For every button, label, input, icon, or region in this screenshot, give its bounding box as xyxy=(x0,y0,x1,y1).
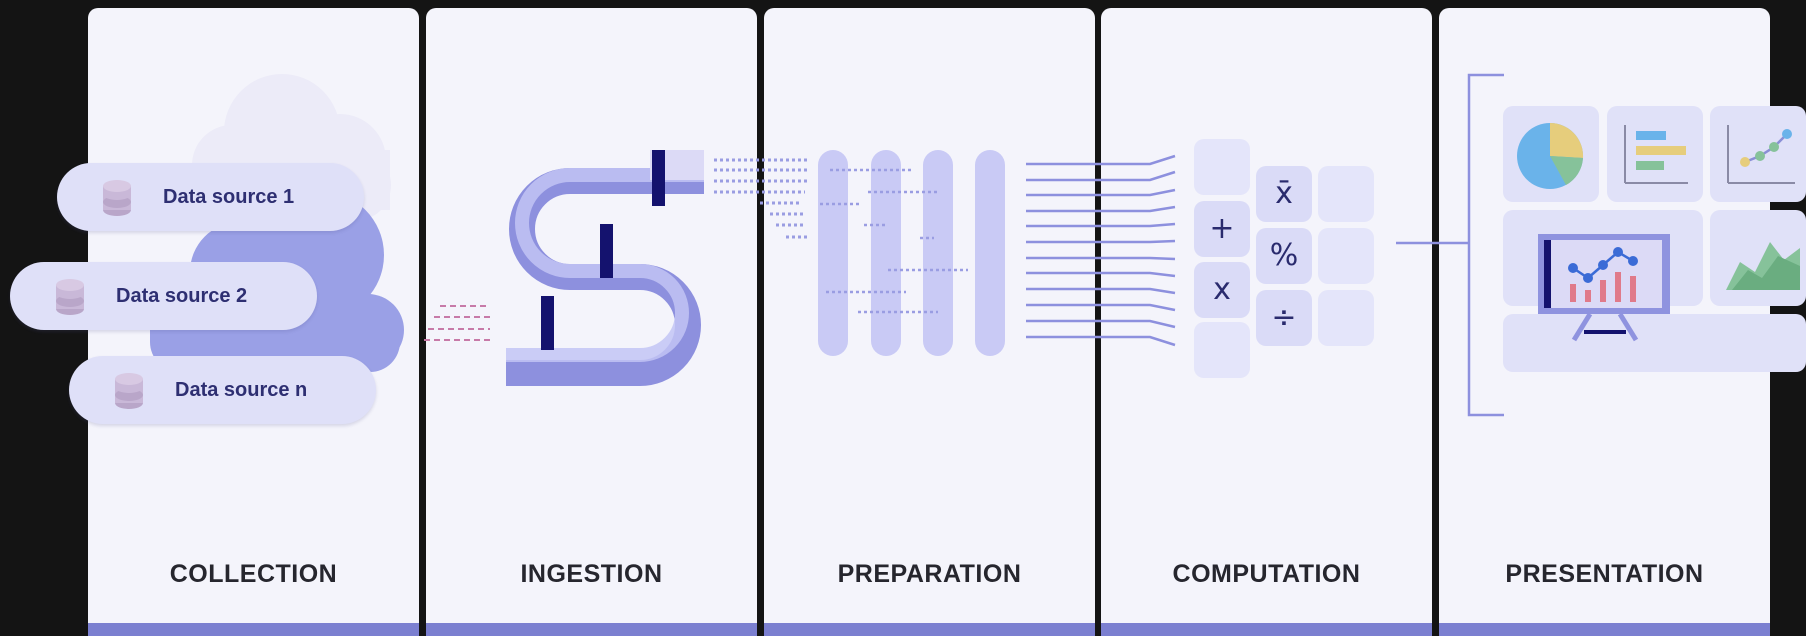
stage-accent-bar xyxy=(1439,623,1770,636)
stage-label: COLLECTION xyxy=(169,560,338,588)
data-source-label: Data source 1 xyxy=(163,186,295,208)
stage-label: PRESENTATION xyxy=(1505,560,1704,588)
multiply-icon: x xyxy=(1213,272,1231,307)
presentation-board-icon xyxy=(1538,234,1670,342)
stage-accent-bar xyxy=(1101,623,1432,636)
pie-chart-icon xyxy=(1517,122,1584,189)
operator-empty-box xyxy=(1194,322,1250,378)
stage-accent-bar xyxy=(88,623,419,636)
percent-icon: % xyxy=(1269,238,1299,273)
operator-box-divide: ÷ xyxy=(1256,290,1312,346)
plus-icon: + xyxy=(1209,211,1235,246)
filter-columns-icon xyxy=(818,150,1005,356)
stage-label: INGESTION xyxy=(520,560,663,588)
operator-box-plus: + xyxy=(1194,201,1250,257)
database-icon xyxy=(103,180,131,216)
data-source-label: Data source n xyxy=(175,379,308,401)
stage-label: COMPUTATION xyxy=(1172,560,1361,588)
pipe-icon xyxy=(506,150,704,386)
data-source-pill: Data source n xyxy=(69,356,376,424)
pipe-inflow-lines xyxy=(424,305,490,341)
database-icon xyxy=(115,373,143,409)
mean-icon: x̄ xyxy=(1275,176,1293,211)
operator-empty-box xyxy=(1194,139,1250,195)
pipe-outflow-lines xyxy=(714,158,810,239)
presentation-bracket xyxy=(1396,73,1504,417)
area-chart-icon xyxy=(1726,242,1800,290)
bar-chart-icon xyxy=(1624,125,1688,184)
data-source-label: Data source 2 xyxy=(116,285,248,307)
operator-empty-box xyxy=(1318,290,1374,346)
filter-dashes xyxy=(820,168,968,314)
data-source-pill: Data source 1 xyxy=(57,163,364,231)
line-chart-icon xyxy=(1727,125,1795,184)
stage-accent-bar xyxy=(764,623,1095,636)
operator-empty-box xyxy=(1318,166,1374,222)
stage-panel-ingestion: INGESTION xyxy=(426,8,757,636)
divide-icon: ÷ xyxy=(1271,300,1297,335)
converging-lines xyxy=(1026,154,1176,347)
operator-box-percent: % xyxy=(1256,228,1312,284)
data-source-pill: Data source 2 xyxy=(10,262,317,330)
operator-box-multiply: x xyxy=(1194,262,1250,318)
operator-empty-box xyxy=(1318,228,1374,284)
stage-accent-bar xyxy=(426,623,757,636)
stage-label: PREPARATION xyxy=(837,560,1022,588)
operator-box-mean: x̄ xyxy=(1256,166,1312,222)
database-icon xyxy=(56,279,84,315)
